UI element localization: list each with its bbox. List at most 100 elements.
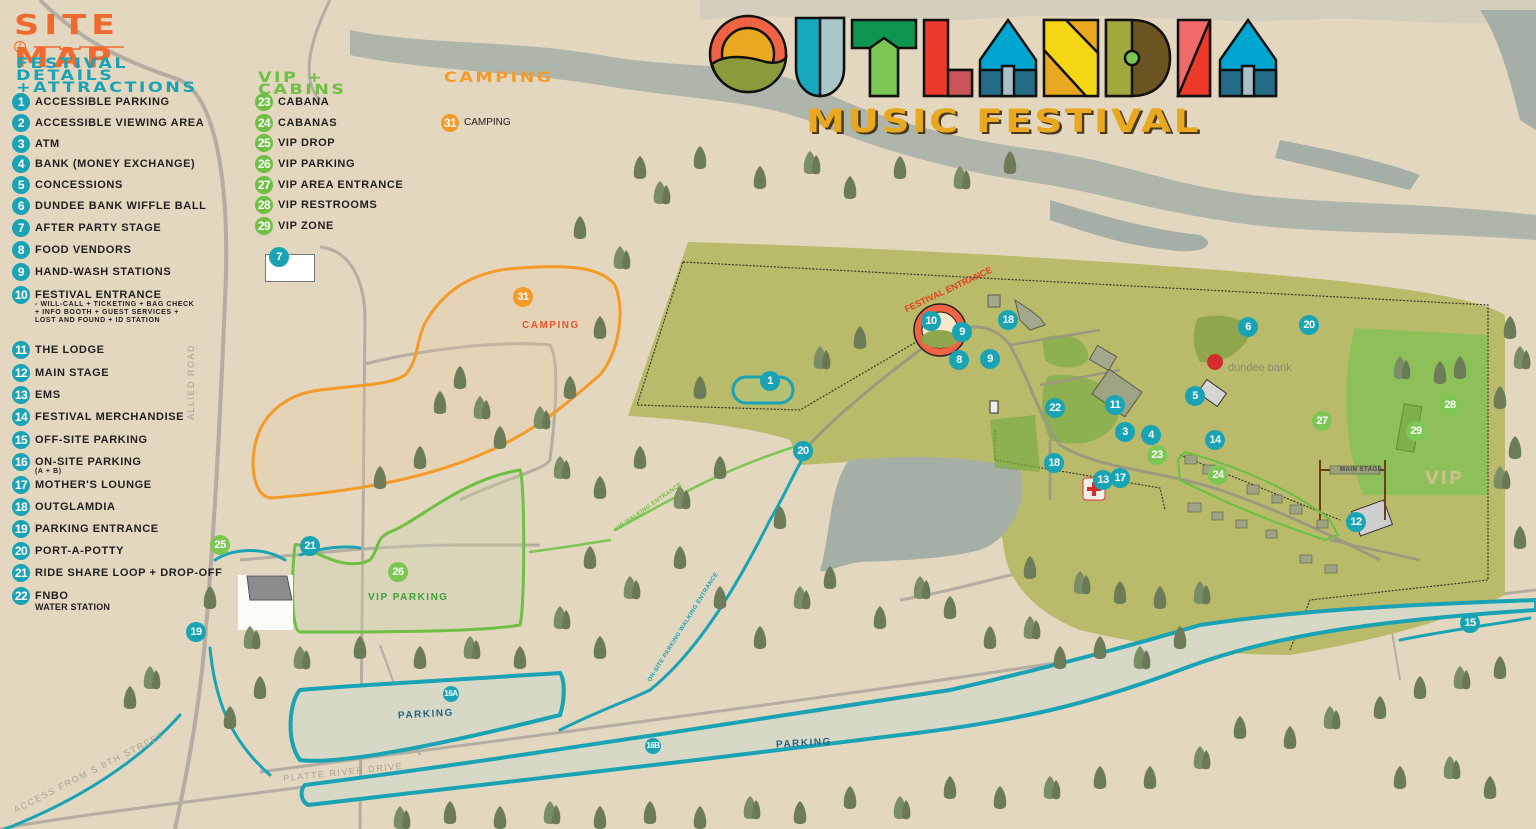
legend-label: VIP DROP bbox=[278, 137, 336, 149]
festival-title-line2: +ATTRACTIONS bbox=[16, 80, 198, 96]
legend-label: VIP AREA ENTRANCE bbox=[278, 179, 404, 191]
map-marker-24[interactable]: 24 bbox=[1208, 465, 1228, 485]
dundee-bank-label: dundee bank bbox=[1228, 362, 1292, 374]
map-marker-14[interactable]: 14 bbox=[1205, 430, 1225, 450]
legend-item-27: 27 VIP AREA ENTRANCE bbox=[255, 176, 403, 194]
map-marker-21[interactable]: 21 bbox=[300, 536, 320, 556]
map-marker-18[interactable]: 18 bbox=[998, 310, 1018, 330]
legend-label: EMS bbox=[35, 389, 61, 401]
map-marker-16A[interactable]: 16A bbox=[443, 686, 459, 702]
map-marker-9[interactable]: 9 bbox=[980, 349, 1000, 369]
map-marker-17[interactable]: 17 bbox=[1110, 468, 1130, 488]
legend-number-badge: 27 bbox=[255, 176, 273, 194]
map-marker-3[interactable]: 3 bbox=[1115, 422, 1135, 442]
legend-number-badge: 6 bbox=[12, 197, 30, 215]
map-marker-13[interactable]: 13 bbox=[1093, 470, 1113, 490]
map-marker-29[interactable]: 29 bbox=[1406, 421, 1426, 441]
camping-area-label: CAMPING bbox=[522, 320, 580, 331]
logo-subtitle: MUSIC FESTIVAL bbox=[806, 102, 1201, 140]
map-marker-28[interactable]: 28 bbox=[1440, 395, 1460, 415]
legend-number-badge: 16 bbox=[12, 453, 30, 471]
main-stage-sign: MAIN STAGE bbox=[1340, 467, 1383, 473]
legend-number-badge: 25 bbox=[255, 134, 273, 152]
legend-number-badge: 29 bbox=[255, 217, 273, 235]
legend-label: MOTHER'S LOUNGE bbox=[35, 479, 152, 491]
legend-item-2: 2 ACCESSIBLE VIEWING AREA bbox=[12, 114, 204, 132]
legend-label: CAMPING bbox=[464, 117, 511, 128]
legend-label: CABANA bbox=[278, 96, 330, 108]
legend-number-badge: 14 bbox=[12, 408, 30, 426]
festival-title-line1: FESTIVAL DETAILS bbox=[16, 56, 129, 84]
legend-number-badge: 17 bbox=[12, 476, 30, 494]
legend-label: ACCESSIBLE VIEWING AREA bbox=[35, 117, 205, 129]
map-marker-6[interactable]: 6 bbox=[1238, 317, 1258, 337]
map-marker-9[interactable]: 9 bbox=[952, 322, 972, 342]
scale-bar-icon bbox=[14, 41, 124, 53]
map-marker-7[interactable]: 7 bbox=[269, 247, 289, 267]
map-marker-10[interactable]: 10 bbox=[921, 311, 941, 331]
legend-number-badge: 18 bbox=[12, 498, 30, 516]
outlandia-logo bbox=[706, 8, 1306, 108]
map-marker-4[interactable]: 4 bbox=[1141, 425, 1161, 445]
legend-number-badge: 22 bbox=[12, 587, 30, 605]
camping-section-title: CAMPING bbox=[444, 70, 554, 86]
legend-item-18: 18 OUTGLAMDIA bbox=[12, 498, 116, 516]
map-marker-16B[interactable]: 16B bbox=[645, 738, 661, 754]
legend-number-badge: 23 bbox=[255, 93, 273, 111]
legend-label: VIP ZONE bbox=[278, 220, 334, 232]
legend-label: OUTGLAMDIA bbox=[35, 501, 116, 513]
legend-label: RIDE SHARE LOOP + DROP-OFF bbox=[35, 567, 223, 579]
map-marker-5[interactable]: 5 bbox=[1185, 386, 1205, 406]
legend-label: HAND-WASH STATIONS bbox=[35, 266, 172, 278]
map-marker-12[interactable]: 12 bbox=[1346, 512, 1366, 532]
legend-label: VIP PARKING bbox=[278, 158, 356, 170]
vip-parking-label: VIP PARKING bbox=[368, 592, 449, 603]
map-marker-25[interactable]: 25 bbox=[210, 535, 230, 555]
map-marker-20[interactable]: 20 bbox=[793, 441, 813, 461]
map-marker-1[interactable]: 1 bbox=[760, 371, 780, 391]
legend-item-23: 23 CABANA bbox=[255, 93, 329, 111]
legend-number-badge: 31 bbox=[441, 114, 459, 132]
legend-item-6: 6 DUNDEE BANK WIFFLE BALL bbox=[12, 197, 206, 215]
map-marker-18[interactable]: 18 bbox=[1044, 453, 1064, 473]
legend-number-badge: 4 bbox=[12, 155, 30, 173]
map-marker-31[interactable]: 31 bbox=[513, 287, 533, 307]
legend-number-badge: 5 bbox=[12, 176, 30, 194]
legend-item-17: 17 MOTHER'S LOUNGE bbox=[12, 476, 152, 494]
map-marker-8[interactable]: 8 bbox=[949, 350, 969, 370]
map-marker-22[interactable]: 22 bbox=[1045, 398, 1065, 418]
legend-number-badge: 8 bbox=[12, 241, 30, 259]
map-marker-11[interactable]: 11 bbox=[1105, 395, 1125, 415]
river bbox=[350, 30, 1536, 240]
legend-number-badge: 11 bbox=[12, 341, 30, 359]
legend-number-badge: 15 bbox=[12, 431, 30, 449]
legend-number-badge: 13 bbox=[12, 386, 30, 404]
map-marker-23[interactable]: 23 bbox=[1147, 445, 1167, 465]
legend-number-badge: 2 bbox=[12, 114, 30, 132]
legend-number-badge: 21 bbox=[12, 564, 30, 582]
legend-number-badge: 28 bbox=[255, 196, 273, 214]
legend-label: CABANAS bbox=[278, 117, 338, 129]
legend-item-21: 21 RIDE SHARE LOOP + DROP-OFF bbox=[12, 564, 222, 582]
map-marker-19[interactable]: 19 bbox=[186, 622, 206, 642]
legend-label: FESTIVAL MERCHANDISE bbox=[35, 411, 185, 423]
legend-item-26: 26 VIP PARKING bbox=[255, 155, 355, 173]
allied-road-label: ALLIED ROAD bbox=[186, 343, 196, 420]
map-marker-26[interactable]: 26 bbox=[388, 562, 408, 582]
map-marker-15[interactable]: 15 bbox=[1460, 613, 1480, 633]
vip-parking-outline bbox=[291, 468, 526, 634]
map-marker-27[interactable]: 27 bbox=[1312, 411, 1332, 431]
legend-number-badge: 26 bbox=[255, 155, 273, 173]
festival-section-title: FESTIVAL DETAILS +ATTRACTIONS bbox=[16, 56, 198, 96]
legend-label: PARKING ENTRANCE bbox=[35, 523, 159, 535]
legend-label: DUNDEE BANK WIFFLE BALL bbox=[35, 200, 207, 212]
legend-number-badge: 7 bbox=[12, 219, 30, 237]
map-marker-20[interactable]: 20 bbox=[1299, 315, 1319, 335]
